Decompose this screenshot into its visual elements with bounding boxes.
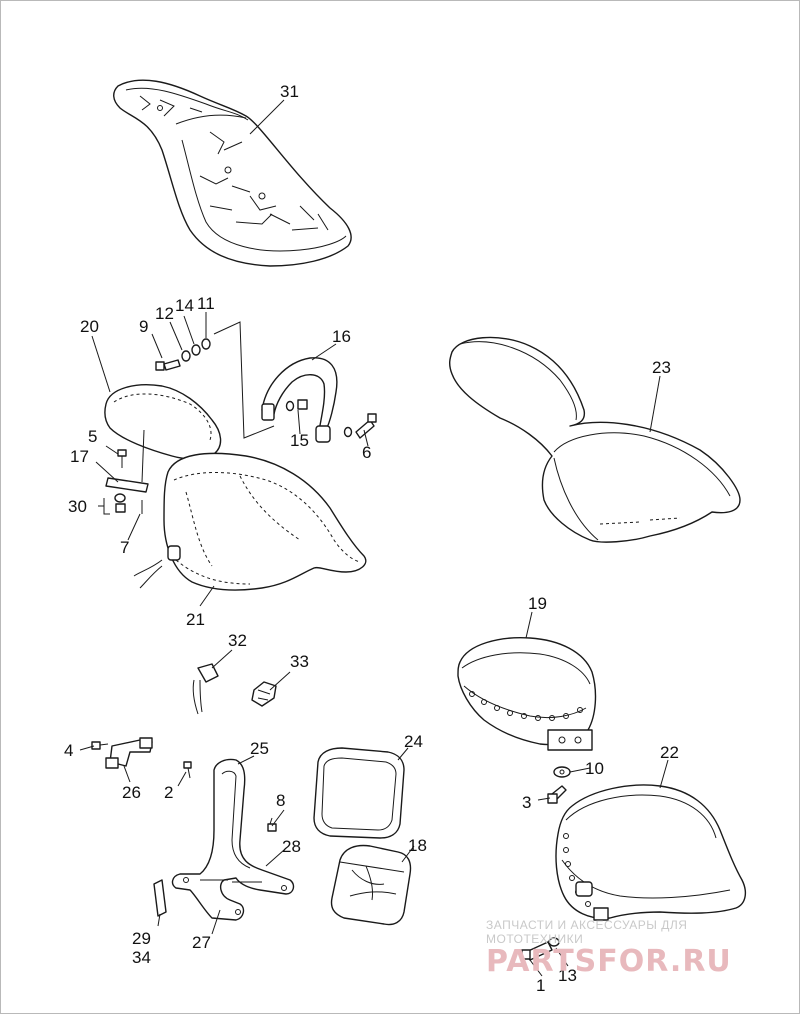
callout-24: 24 [404,732,423,751]
seat-strap-part-16 [261,357,377,443]
callout-26: 26 [122,783,141,802]
callout-1: 1 [536,976,545,995]
callout-14: 14 [175,296,194,315]
callout-15: 15 [290,431,309,450]
callout-8: 8 [276,791,285,810]
callout-numbers: 31 20 9 12 14 11 16 5 17 30 7 15 6 21 23… [64,82,679,995]
pillion-pad-part-19 [457,637,597,804]
bracket-parts-5-7-17-30 [98,449,149,515]
callout-3: 3 [522,793,531,812]
callout-20: 20 [80,317,99,336]
callout-6: 6 [362,443,371,462]
studded-solo-seat-part-22 [521,784,747,961]
callout-33: 33 [290,652,309,671]
callout-32: 32 [228,631,247,650]
callout-2: 2 [164,783,173,802]
callout-13: 13 [558,966,577,985]
pillion-studs [469,691,583,721]
screw-part-2 [183,761,192,779]
callout-4: 4 [64,741,73,760]
callout-11: 11 [197,294,215,313]
callout-19: 19 [528,594,547,613]
bracket-part-26 [91,737,153,769]
callout-22: 22 [660,743,679,762]
backrest-pad-part-24 [313,747,405,839]
seat-assembly-part-20-21 [104,384,367,591]
callout-27: 27 [192,933,211,952]
callout-17: 17 [70,447,89,466]
callout-31: 31 [280,82,299,101]
hardware-bolts-9-11-12-14 [155,321,275,439]
callout-29: 29 [132,929,151,948]
callout-34: 34 [132,948,151,967]
clip-part-33 [251,681,277,707]
callout-25: 25 [250,739,269,758]
callout-18: 18 [408,836,427,855]
callout-9: 9 [139,317,148,336]
latch-part-32 [192,663,219,715]
callout-23: 23 [652,358,671,377]
callout-16: 16 [332,327,351,346]
callout-7: 7 [120,538,129,557]
callout-12: 12 [155,304,174,323]
sissy-bar-part-25-27-28 [153,758,295,921]
backrest-pad-part-18 [330,844,412,926]
solo-seat-part-23 [449,336,741,543]
leader-lines [79,99,669,977]
seat-two-up-part-31 [113,79,352,267]
callout-21: 21 [186,610,205,629]
callout-5: 5 [88,427,97,446]
callout-28: 28 [282,837,301,856]
callout-10: 10 [585,759,604,778]
callout-30: 30 [68,497,87,516]
